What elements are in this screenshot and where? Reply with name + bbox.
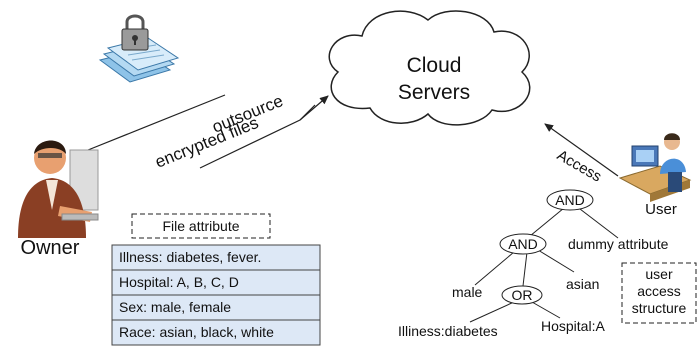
and-root-label: AND <box>555 192 585 208</box>
user-label: User <box>645 201 677 218</box>
attribute-row <box>111 294 321 321</box>
attribute-row-hospital: Hospital: A, B, C, D <box>119 274 239 290</box>
padlock-icon <box>121 14 149 51</box>
encrypted-files-label: encrypted files <box>152 113 261 172</box>
cloud-servers-shape <box>328 10 531 126</box>
user-figure-icon <box>618 133 692 202</box>
illness-leaf-label: Illiness:diabetes <box>398 323 498 339</box>
or-node <box>501 285 543 305</box>
outsource-arrow <box>87 94 329 169</box>
cloud-title-line2: Servers <box>398 81 470 104</box>
dummy-attribute-label: dummy attribute <box>568 236 669 252</box>
attribute-row <box>111 319 321 346</box>
attribute-row-race: Race: asian, black, white <box>119 324 274 340</box>
and-inner-label: AND <box>508 236 538 252</box>
owner-label: Owner <box>21 237 80 259</box>
attribute-row <box>111 269 321 296</box>
and-inner-node <box>499 233 547 255</box>
owner-figure-icon <box>18 140 99 238</box>
access-arrow <box>544 123 619 177</box>
structure-label-line1: user <box>645 266 673 282</box>
structure-label-line3: structure <box>632 300 687 316</box>
cloud-title-line1: Cloud <box>407 54 462 77</box>
or-label: OR <box>512 287 533 303</box>
user-access-structure-box <box>621 262 697 324</box>
access-tree-edges <box>469 207 619 323</box>
access-label: Access <box>554 147 604 186</box>
hospital-leaf-label: Hospital:A <box>541 318 605 334</box>
attribute-row-sex: Sex: male, female <box>119 299 231 315</box>
and-root-node <box>546 189 594 211</box>
male-leaf-label: male <box>452 284 483 300</box>
file-attribute-title-box <box>131 213 271 239</box>
attribute-row-illness: Illness: diabetes, fever. <box>119 249 261 265</box>
file-attribute-title: File attribute <box>162 218 239 234</box>
asian-leaf-label: asian <box>566 276 599 292</box>
structure-label-line2: access <box>637 283 681 299</box>
